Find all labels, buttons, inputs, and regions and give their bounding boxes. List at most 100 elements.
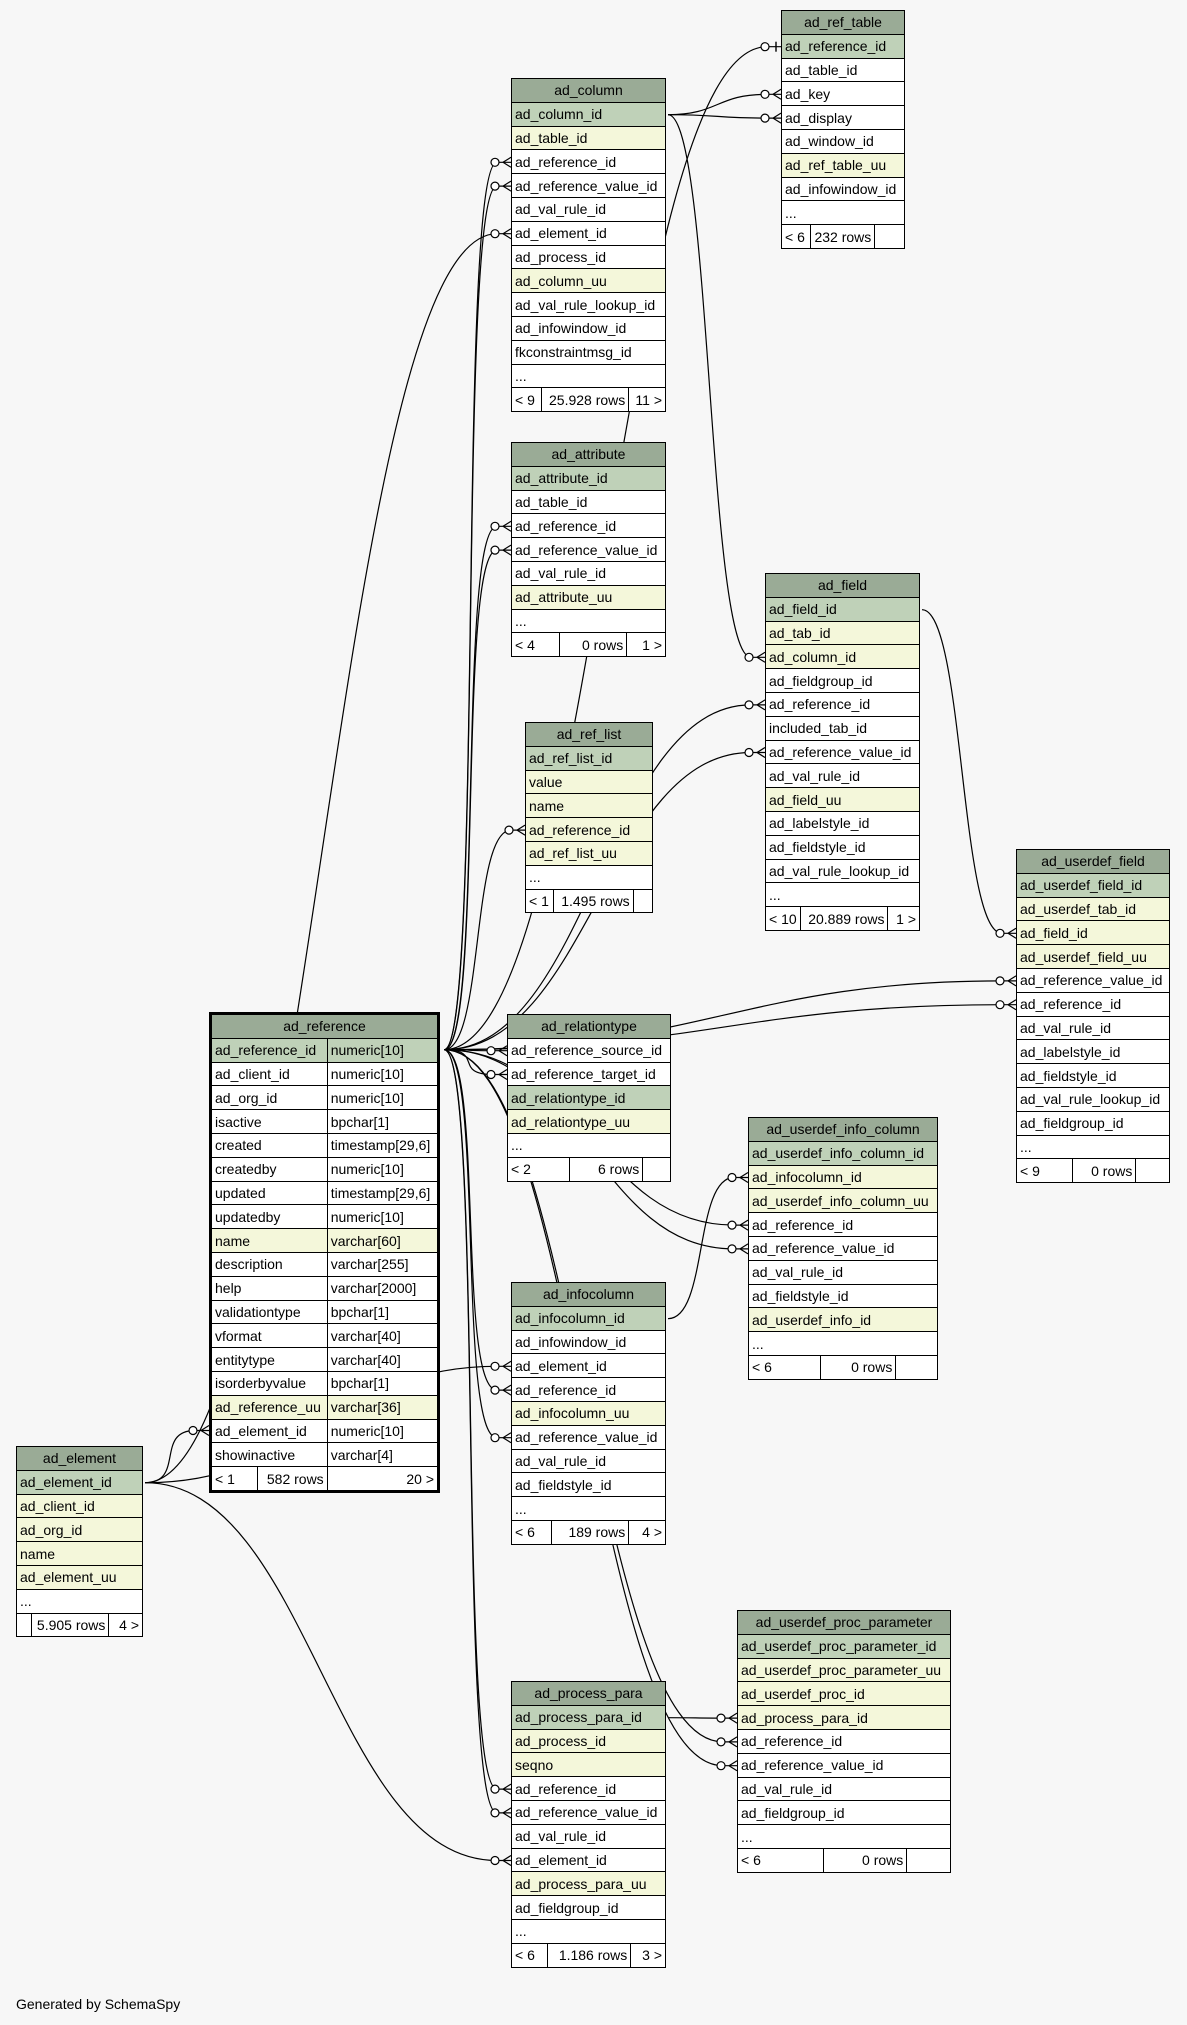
column-row[interactable]: ad_userdef_field_uu bbox=[1016, 944, 1170, 969]
column-row[interactable]: ad_fieldgroup_id bbox=[511, 1895, 666, 1920]
column-row[interactable]: ... bbox=[737, 1824, 951, 1849]
column-row[interactable]: ad_fieldstyle_id bbox=[511, 1472, 666, 1498]
column-row[interactable]: ... bbox=[1016, 1134, 1170, 1160]
column-row[interactable]: ... bbox=[748, 1331, 938, 1356]
column-row[interactable]: value bbox=[525, 769, 653, 795]
column-row[interactable]: ad_fieldgroup_id bbox=[765, 668, 920, 693]
column-row[interactable]: seqno bbox=[511, 1752, 666, 1778]
column-row[interactable]: ad_labelstyle_id bbox=[1016, 1039, 1170, 1065]
column-row[interactable]: ad_element_id bbox=[511, 1847, 666, 1873]
column-row[interactable]: ad_userdef_proc_parameter_uu bbox=[737, 1657, 951, 1683]
column-row[interactable]: ad_table_id bbox=[511, 489, 666, 515]
column-row[interactable]: ad_val_rule_id bbox=[511, 1823, 666, 1849]
column-row[interactable]: ad_reference_id bbox=[511, 1776, 666, 1801]
column-row[interactable]: ad_key bbox=[781, 81, 905, 107]
column-row[interactable]: ad_infocolumn_uu bbox=[511, 1400, 666, 1426]
column-row[interactable]: ad_process_id bbox=[511, 1728, 666, 1754]
column-row[interactable]: ad_infowindow_id bbox=[781, 176, 905, 202]
column-row[interactable]: ad_column_id bbox=[765, 644, 920, 670]
column-row[interactable]: ad_reference_id bbox=[525, 817, 653, 842]
column-row[interactable]: ad_reference_value_id bbox=[511, 173, 666, 198]
column-row[interactable]: ad_tab_id bbox=[765, 620, 920, 646]
column-row[interactable]: ... bbox=[781, 200, 905, 226]
column-row[interactable]: ad_table_id bbox=[511, 125, 666, 151]
column-row[interactable]: ad_val_rule_lookup_id bbox=[511, 292, 666, 317]
column-row[interactable]: ad_val_rule_id bbox=[765, 763, 920, 789]
column-row[interactable]: ad_reference_value_id bbox=[511, 1799, 666, 1825]
column-row[interactable]: name bbox=[16, 1541, 143, 1566]
column-row[interactable]: ad_val_rule_lookup_id bbox=[765, 858, 920, 884]
column-row[interactable]: ad_infowindow_id bbox=[511, 1329, 666, 1355]
column-row[interactable]: ad_reference_value_id bbox=[511, 537, 666, 562]
column-row[interactable]: ... bbox=[511, 608, 666, 634]
column-row[interactable]: ad_userdef_info_column_id bbox=[748, 1140, 938, 1166]
column-row[interactable]: ad_org_id bbox=[16, 1517, 143, 1543]
column-row[interactable]: ad_reference_value_id bbox=[765, 739, 920, 765]
column-row[interactable]: ad_ref_table_uu bbox=[781, 152, 905, 178]
column-row[interactable]: ad_userdef_proc_id bbox=[737, 1681, 951, 1707]
column-row[interactable]: ad_reference_value_id bbox=[511, 1424, 666, 1450]
column-row[interactable]: ... bbox=[507, 1132, 671, 1158]
column-row[interactable]: ad_reference_id bbox=[737, 1728, 951, 1754]
column-row[interactable]: ad_attribute_uu bbox=[511, 584, 666, 610]
column-row[interactable]: ad_ref_list_id bbox=[525, 745, 653, 771]
column-row[interactable]: ad_client_id bbox=[16, 1493, 143, 1519]
column-row[interactable]: ad_reference_value_id bbox=[748, 1235, 938, 1261]
column-row[interactable]: ad_window_id bbox=[781, 128, 905, 154]
column-row[interactable]: ad_reference_value_id bbox=[737, 1752, 951, 1778]
column-row[interactable]: ... bbox=[525, 864, 653, 890]
column-row[interactable]: ad_userdef_tab_id bbox=[1016, 896, 1170, 922]
column-row[interactable]: ad_userdef_proc_parameter_id bbox=[737, 1633, 951, 1659]
column-row[interactable]: ad_userdef_info_column_uu bbox=[748, 1188, 938, 1214]
column-row[interactable]: ad_val_rule_lookup_id bbox=[1016, 1086, 1170, 1112]
column-row[interactable]: ad_column_uu bbox=[511, 268, 666, 294]
column-row[interactable]: ad_infowindow_id bbox=[511, 315, 666, 341]
column-row[interactable]: ad_process_para_id bbox=[511, 1704, 666, 1730]
column-row[interactable]: ad_reference_value_id bbox=[1016, 967, 1170, 993]
column-row[interactable]: ad_fieldstyle_id bbox=[1016, 1063, 1170, 1088]
column-row[interactable]: ad_column_id bbox=[511, 101, 666, 127]
column-row[interactable]: ad_infocolumn_id bbox=[511, 1305, 666, 1331]
column-row[interactable]: ad_field_uu bbox=[765, 787, 920, 812]
column-row[interactable]: ad_val_rule_id bbox=[737, 1776, 951, 1802]
column-row[interactable]: ad_reference_id bbox=[781, 33, 905, 59]
column-row[interactable]: fkconstraintmsg_id bbox=[511, 339, 666, 365]
column-row[interactable]: ad_ref_list_uu bbox=[525, 840, 653, 866]
column-row[interactable]: ad_fieldgroup_id bbox=[737, 1800, 951, 1826]
column-row[interactable]: ad_attribute_id bbox=[511, 465, 666, 491]
column-row[interactable]: ad_reference_id bbox=[511, 513, 666, 539]
column-row[interactable]: ad_userdef_field_id bbox=[1016, 872, 1170, 898]
column-row[interactable]: ad_fieldstyle_id bbox=[765, 834, 920, 860]
column-row[interactable]: ... bbox=[765, 882, 920, 908]
column-row[interactable]: ad_reference_id bbox=[1016, 991, 1170, 1017]
column-row[interactable]: ad_element_uu bbox=[16, 1564, 143, 1590]
column-row[interactable]: ad_reference_target_id bbox=[507, 1061, 671, 1087]
column-row[interactable]: ad_process_para_id bbox=[737, 1705, 951, 1730]
column-row[interactable]: ad_field_id bbox=[1016, 920, 1170, 946]
column-row[interactable]: ad_reference_id bbox=[511, 149, 666, 175]
